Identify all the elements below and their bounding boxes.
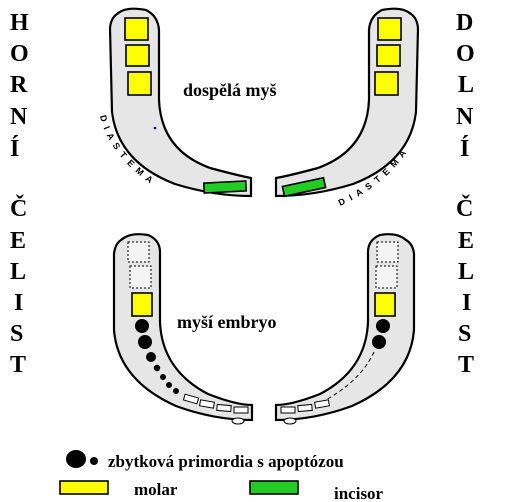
apoptotic-primordium — [135, 319, 149, 333]
molar-tooth — [125, 18, 148, 40]
apoptotic-primordium — [166, 382, 172, 388]
incisor-bud — [232, 418, 244, 424]
legend-large-blob-icon — [66, 450, 86, 468]
left-title-letter: H — [10, 10, 29, 36]
left-title-letter: Í — [10, 136, 19, 162]
molar-tooth — [377, 45, 400, 66]
label-mouse-embryo: myší embryo — [177, 312, 276, 332]
apoptotic-primordium — [376, 319, 390, 333]
molar-tooth — [375, 293, 395, 316]
incisor-bud — [284, 418, 296, 424]
right-vertical-title: D O L N Í Č E L I S T — [456, 10, 475, 378]
primordium-outline — [130, 266, 151, 288]
right-title-letter: L — [458, 259, 474, 285]
primordium-outline — [376, 266, 397, 288]
incisor-primordium — [298, 404, 312, 411]
legend-molar-swatch — [60, 481, 108, 494]
primordium-outline — [128, 242, 149, 262]
legend-incisor-swatch — [250, 481, 298, 494]
right-title-letter: E — [458, 228, 474, 254]
right-title-letter: S — [458, 321, 471, 347]
primordium-outline — [377, 242, 398, 262]
right-title-letter: I — [462, 290, 471, 316]
molar-tooth — [132, 293, 152, 316]
right-title-letter: O — [456, 41, 475, 67]
right-title-letter: N — [456, 104, 474, 130]
apoptotic-primordium — [173, 388, 179, 394]
left-title-letter: O — [10, 41, 29, 67]
incisor-primordium — [234, 407, 248, 413]
right-title-letter: Í — [460, 136, 469, 162]
left-title-letter: N — [10, 104, 28, 130]
left-title-letter: R — [10, 72, 28, 98]
apoptotic-primordium — [146, 352, 156, 362]
right-title-letter: L — [458, 72, 474, 98]
legend-apoptosis-label: zbytková primordia s apoptózou — [108, 452, 344, 471]
legend: zbytková primordia s apoptózou molar inc… — [60, 450, 384, 502]
apoptotic-primordium — [160, 374, 166, 380]
molar-tooth — [375, 72, 398, 95]
molar-tooth — [126, 45, 149, 66]
incisor-primordium — [281, 407, 295, 413]
legend-incisor-label: incisor — [334, 484, 384, 502]
left-title-letter: Č — [10, 195, 27, 222]
left-title-letter: T — [10, 352, 26, 378]
molar-tooth — [128, 72, 151, 95]
apoptotic-primordium — [154, 365, 160, 371]
right-title-letter: D — [456, 10, 473, 36]
incisor-primordium — [217, 404, 231, 411]
incisor-tooth — [204, 181, 246, 193]
left-vertical-title: H O R N Í Č E L I S T — [10, 10, 29, 378]
left-title-letter: E — [10, 228, 26, 254]
right-title-letter: Č — [456, 195, 473, 222]
left-title-letter: I — [14, 290, 23, 316]
blue-dot — [154, 127, 157, 130]
right-title-letter: T — [458, 352, 474, 378]
legend-molar-label: molar — [134, 480, 178, 499]
label-adult-mouse: dospělá myš — [183, 80, 277, 100]
embryo-lower-jaw — [276, 234, 414, 424]
legend-small-blob-icon — [90, 457, 98, 465]
apoptotic-primordium — [372, 335, 386, 349]
left-title-letter: S — [10, 321, 23, 347]
molar-tooth — [378, 18, 401, 40]
left-title-letter: L — [10, 259, 26, 285]
apoptotic-primordium — [138, 335, 152, 349]
